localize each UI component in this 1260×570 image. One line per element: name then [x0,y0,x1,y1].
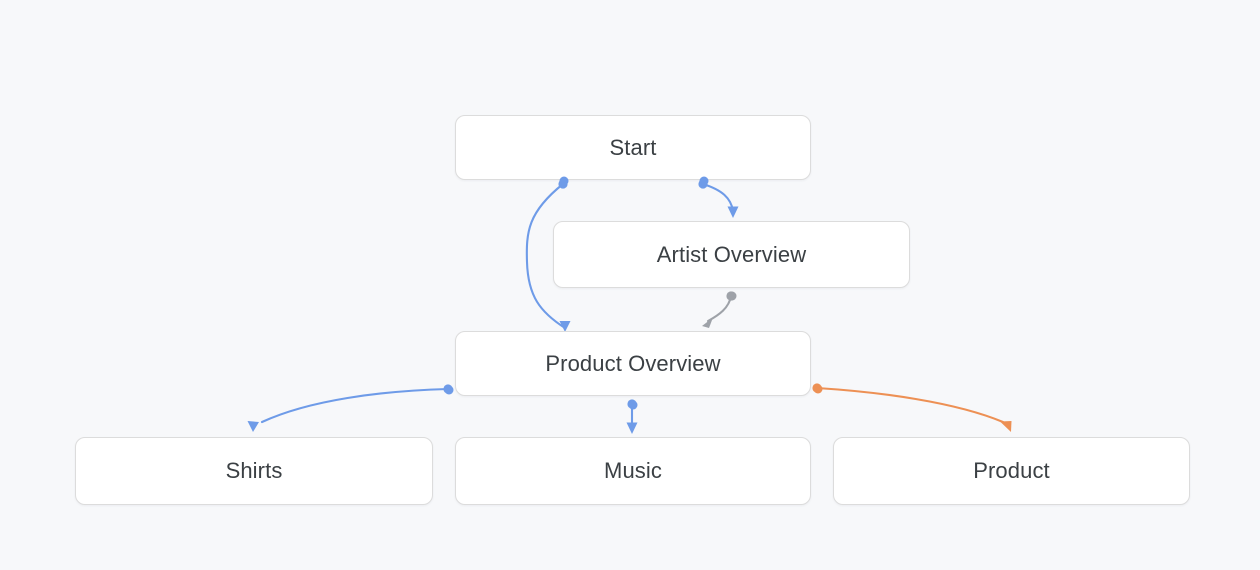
node-artist-overview-label: Artist Overview [656,241,807,267]
node-start[interactable]: Start [455,115,811,186]
handle-start-bottom-left[interactable] [559,176,569,186]
node-product-overview[interactable]: Product Overview [444,331,823,410]
node-shirts-label: Shirts [225,458,283,483]
node-product-label: Product [973,458,1050,483]
node-product[interactable]: Product [833,437,1190,505]
node-music-label: Music [604,458,662,483]
edge-product-overview-to-shirts [247,384,453,432]
node-music[interactable]: Music [455,437,811,505]
edge-product-overview-to-product [812,383,1012,432]
node-shirts[interactable]: Shirts [75,437,433,505]
node-product-overview-label: Product Overview [545,350,721,376]
handle-product-overview-left[interactable] [444,385,454,395]
handle-product-overview-bottom[interactable] [628,400,638,410]
handle-start-bottom-right[interactable] [699,176,709,186]
handle-artist-overview-bottom[interactable] [727,291,737,301]
node-artist-overview[interactable]: Artist Overview [553,221,910,301]
handle-product-overview-right[interactable] [813,384,823,394]
node-start-label: Start [609,134,657,160]
